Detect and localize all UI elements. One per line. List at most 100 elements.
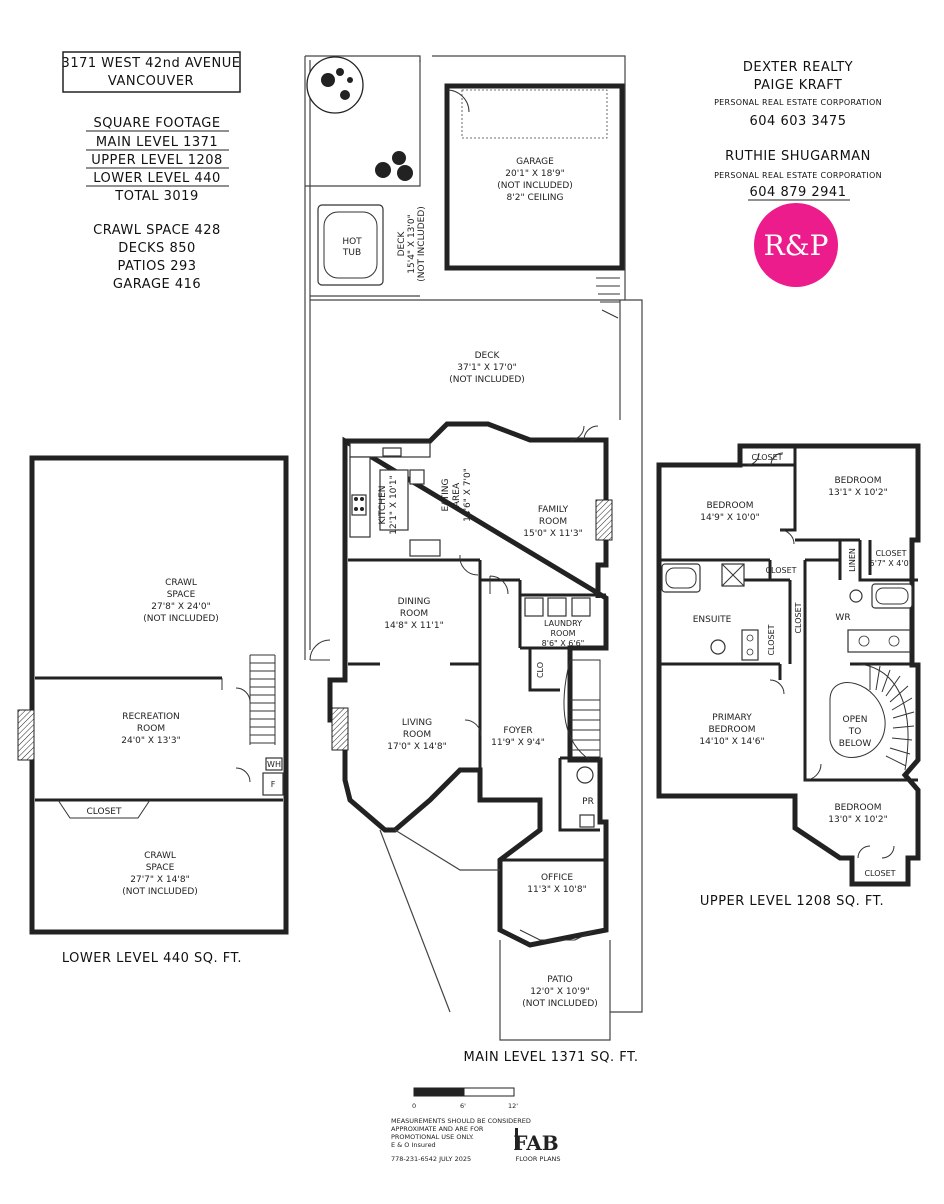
closet-top-label: CLOSET bbox=[751, 453, 782, 462]
deck-small-dim: 15'4" X 13'0" bbox=[407, 214, 417, 273]
deck-small-title: DECK bbox=[397, 231, 407, 257]
office-label: OFFICE bbox=[541, 873, 573, 883]
deck-main-dim: 37'1" X 17'0" bbox=[457, 363, 516, 373]
agent2-name: RUTHIE SHUGARMAN bbox=[725, 149, 871, 164]
disclaimer-line2: APPROXIMATE AND ARE FOR bbox=[391, 1125, 484, 1133]
crawl-lower-label-1: CRAWL bbox=[144, 851, 176, 861]
closet-v1-label: CLOSET bbox=[794, 602, 803, 633]
linen-label: LINEN bbox=[848, 548, 857, 572]
laundry-label-1: LAUNDRY bbox=[544, 619, 582, 628]
dining-dim: 14'8" X 11'1" bbox=[384, 621, 443, 631]
disclaimer: MEASUREMENTS SHOULD BE CONSIDERED APPROX… bbox=[391, 1117, 531, 1163]
agent2-corp: PERSONAL REAL ESTATE CORPORATION bbox=[714, 171, 882, 180]
agent1-phone: 604 603 3475 bbox=[750, 114, 847, 129]
ensuite-label: ENSUITE bbox=[693, 615, 732, 625]
deck-main-title: DECK bbox=[475, 351, 501, 361]
family-label-1: FAMILY bbox=[538, 505, 569, 515]
open-below-1: OPEN bbox=[843, 715, 868, 725]
crawl-upper-note: (NOT INCLUDED) bbox=[143, 614, 219, 624]
lower-level-title: LOWER LEVEL 440 SQ. FT. bbox=[62, 951, 242, 966]
bedroom1-label: BEDROOM bbox=[707, 501, 754, 511]
primary-label-1: PRIMARY bbox=[712, 713, 752, 723]
deck-small-note: (NOT INCLUDED) bbox=[417, 206, 427, 282]
garage-note: (NOT INCLUDED) bbox=[497, 181, 573, 191]
laundry-dim: 8'6" X 6'6" bbox=[542, 639, 585, 648]
living-label-2: ROOM bbox=[403, 730, 431, 740]
fab-logo-text: FAB bbox=[513, 1131, 558, 1155]
furnace-label: F bbox=[271, 780, 276, 789]
primary-dim: 14'10" X 14'6" bbox=[699, 737, 764, 747]
wr-label: WR bbox=[835, 613, 850, 623]
scale-bar: 0 6' 12' bbox=[412, 1087, 518, 1110]
living-label-1: LIVING bbox=[402, 718, 432, 728]
family-dim: 15'0" X 11'3" bbox=[523, 529, 582, 539]
foyer-dim: 11'9" X 9'4" bbox=[491, 738, 545, 748]
agent1-corp: PERSONAL REAL ESTATE CORPORATION bbox=[714, 98, 882, 107]
crawl-upper-label-2: SPACE bbox=[167, 590, 196, 600]
kitchen-dim: 12'1" X 10'1" bbox=[389, 475, 399, 534]
extra-patios: PATIOS 293 bbox=[117, 259, 196, 274]
address-city: VANCOUVER bbox=[108, 74, 194, 89]
crawl-lower-label-2: SPACE bbox=[146, 863, 175, 873]
rp-logo-text: R&P bbox=[764, 229, 829, 262]
extra-crawl: CRAWL SPACE 428 bbox=[93, 223, 221, 238]
living-dim: 17'0" X 14'8" bbox=[387, 742, 446, 752]
office-dim: 11'3" X 10'8" bbox=[527, 885, 586, 895]
lower-closet-label: CLOSET bbox=[87, 807, 122, 817]
sqft-heading: SQUARE FOOTAGE bbox=[93, 116, 220, 131]
sqft-lower: LOWER LEVEL 440 bbox=[93, 171, 221, 186]
dining-label-1: DINING bbox=[398, 597, 431, 607]
closet-bottom-label: CLOSET bbox=[864, 869, 895, 878]
closet-r-dim: 5'7" X 4'0" bbox=[870, 559, 913, 568]
patio-dim: 12'0" X 10'9" bbox=[530, 987, 589, 997]
bedroom3-dim: 13'0" X 10'2" bbox=[828, 815, 887, 825]
open-below-3: BELOW bbox=[839, 739, 872, 749]
upper-level-plan: CLOSET BEDROOM 14'9" X 10'0" BEDROOM 13'… bbox=[656, 443, 921, 887]
disclaimer-line1: MEASUREMENTS SHOULD BE CONSIDERED bbox=[391, 1117, 531, 1125]
fab-logo: FAB FLOOR PLANS bbox=[513, 1128, 561, 1163]
bedroom3-label: BEDROOM bbox=[835, 803, 882, 813]
recreation-label-1: RECREATION bbox=[122, 712, 180, 722]
patio-label: PATIO bbox=[547, 975, 573, 985]
laundry-label-2: ROOM bbox=[550, 629, 575, 638]
pr-label: PR bbox=[582, 797, 594, 807]
kitchen-label: KITCHEN bbox=[378, 486, 388, 525]
disclaimer-line4: E & O Insured bbox=[391, 1141, 436, 1149]
rp-logo-circle bbox=[754, 203, 838, 287]
disclaimer-line3: PROMOTIONAL USE ONLY. bbox=[391, 1133, 474, 1141]
bedroom1-dim: 14'9" X 10'0" bbox=[700, 513, 759, 523]
shrubs-icon bbox=[375, 151, 413, 181]
main-level-title: MAIN LEVEL 1371 SQ. FT. bbox=[464, 1050, 639, 1065]
closet-v2-label: CLOSET bbox=[767, 624, 776, 655]
primary-label-2: BEDROOM bbox=[709, 725, 756, 735]
deck-main-note: (NOT INCLUDED) bbox=[449, 375, 525, 385]
address-block: 3171 WEST 42nd AVENUE VANCOUVER bbox=[62, 51, 241, 93]
fab-logo-sub: FLOOR PLANS bbox=[515, 1155, 560, 1163]
upper-level-title: UPPER LEVEL 1208 SQ. FT. bbox=[700, 894, 884, 909]
eating-label-1: EATING bbox=[441, 478, 451, 511]
closet-r-label: CLOSET bbox=[875, 549, 906, 558]
eating-label-2: AREA bbox=[452, 482, 462, 507]
clo-label: CLO bbox=[536, 662, 545, 678]
scale-label-6: 6' bbox=[460, 1102, 466, 1110]
crawl-upper-label-1: CRAWL bbox=[165, 578, 197, 588]
crawl-lower-note: (NOT INCLUDED) bbox=[122, 887, 198, 897]
recreation-dim: 24'0" X 13'3" bbox=[121, 736, 180, 746]
foyer-label: FOYER bbox=[503, 726, 532, 736]
garage-dim: 20'1" X 18'9" bbox=[505, 169, 564, 179]
open-below-2: TO bbox=[848, 727, 862, 737]
recreation-label-2: ROOM bbox=[137, 724, 165, 734]
bedroom2-label: BEDROOM bbox=[835, 476, 882, 486]
address-street: 3171 WEST 42nd AVENUE bbox=[62, 56, 241, 71]
sqft-total: TOTAL 3019 bbox=[114, 189, 198, 204]
garage-label: GARAGE bbox=[516, 157, 554, 167]
extra-garage: GARAGE 416 bbox=[113, 277, 201, 292]
crawl-upper-dim: 27'8" X 24'0" bbox=[151, 602, 210, 612]
extra-decks: DECKS 850 bbox=[118, 241, 196, 256]
garage-ceiling: 8'2" CEILING bbox=[507, 193, 564, 203]
crawl-lower-dim: 27'7" X 14'8" bbox=[130, 875, 189, 885]
closet-ensuite-label: CLOSET bbox=[765, 566, 796, 575]
square-footage-block: SQUARE FOOTAGE MAIN LEVEL 1371 UPPER LEV… bbox=[86, 116, 229, 292]
bedroom2-dim: 13'1" X 10'2" bbox=[828, 488, 887, 498]
lower-level-plan: WH F CLOSET CRAWL SPACE 27'8" X 24'0" (N… bbox=[17, 455, 289, 935]
